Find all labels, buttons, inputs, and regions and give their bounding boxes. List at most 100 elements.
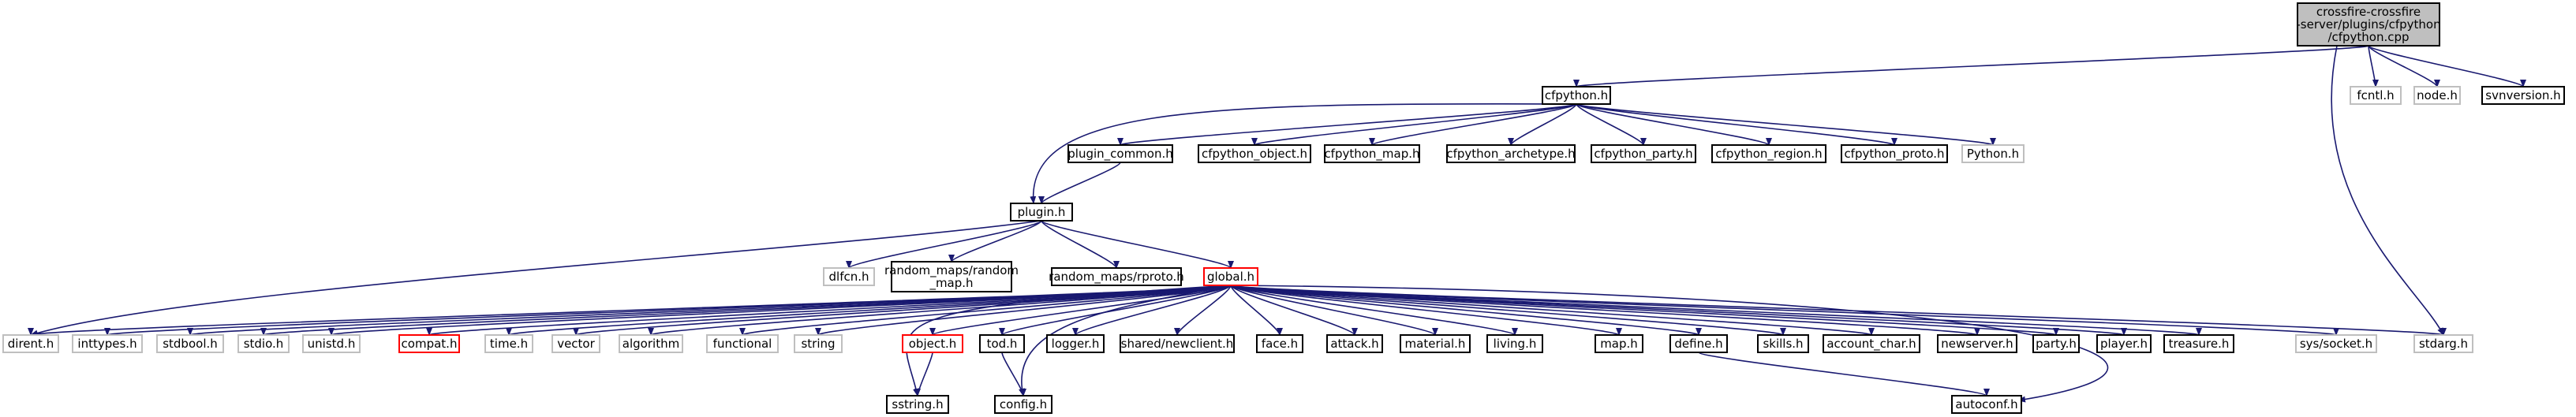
node-label: node.h xyxy=(2417,88,2458,102)
node-label: crossfire-crossfire xyxy=(2316,5,2421,19)
node-fcntl-h[interactable]: fcntl.h xyxy=(2350,86,2402,105)
edge-global_h-to-autoconf_h xyxy=(1230,285,2109,403)
node-material-h[interactable]: material.h xyxy=(1400,334,1471,353)
node-label: vector xyxy=(557,337,595,351)
edges-layer xyxy=(28,45,2526,403)
node-label: logger.h xyxy=(1052,337,1100,351)
node-object-h[interactable]: object.h xyxy=(902,334,963,353)
node-label: cfpython_party.h xyxy=(1594,147,1692,162)
node-label: cfpython_region.h xyxy=(1715,147,1822,162)
node-box xyxy=(2032,334,2080,353)
node-sstring-h[interactable]: sstring.h xyxy=(886,395,949,414)
node-box xyxy=(2297,2,2440,47)
node-box xyxy=(706,334,779,353)
node-label: compat.h xyxy=(402,337,458,351)
node-cfpython-h[interactable]: cfpython.h xyxy=(1542,86,1611,105)
node-stdio-h[interactable]: stdio.h xyxy=(237,334,290,353)
node-inttypes-h[interactable]: inttypes.h xyxy=(72,334,143,353)
node-stdbool-h[interactable]: stdbool.h xyxy=(156,334,224,353)
node-box xyxy=(1591,144,1696,163)
edge-global_h-to-stdarg_h xyxy=(1230,285,2446,336)
node-root[interactable]: crossfire-crossfire-server/plugins/cfpyt… xyxy=(2296,2,2441,47)
node-box xyxy=(2350,86,2402,105)
node-account-char-h[interactable]: account_char.h xyxy=(1823,334,1920,353)
node-label: skills.h xyxy=(1763,337,1803,351)
node-box xyxy=(551,334,600,353)
node-party-h[interactable]: party.h xyxy=(2032,334,2080,353)
node-dlfcn-h[interactable]: dlfcn.h xyxy=(823,267,875,286)
node-label: functional xyxy=(713,337,772,351)
node-cfpython-proto-h[interactable]: cfpython_proto.h xyxy=(1841,144,1948,163)
node-label: algorithm xyxy=(623,337,679,351)
node-label: dlfcn.h xyxy=(829,270,869,284)
node-shared-newclient-h[interactable]: shared/newclient.h xyxy=(1120,334,1235,353)
node-box xyxy=(1542,86,1611,105)
node-global-h[interactable]: global.h xyxy=(1203,267,1258,286)
node-algorithm[interactable]: algorithm xyxy=(619,334,683,353)
edge-plugin_h-to-random_maps_rproto_h xyxy=(1041,220,1120,269)
node-face-h[interactable]: face.h xyxy=(1256,334,1303,353)
node-cfpython-region-h[interactable]: cfpython_region.h xyxy=(1711,144,1826,163)
node-skills-h[interactable]: skills.h xyxy=(1757,334,1809,353)
node-box xyxy=(1051,267,1182,286)
node-vector[interactable]: vector xyxy=(551,334,600,353)
node-label: Python.h xyxy=(1967,147,2019,161)
edge-tod_h-to-config_h xyxy=(1001,352,1026,397)
node-autoconf-h[interactable]: autoconf.h xyxy=(1951,395,2022,414)
node-svnversion-h[interactable]: svnversion.h xyxy=(2481,86,2565,105)
node-node-h[interactable]: node.h xyxy=(2413,86,2461,105)
node-time-h[interactable]: time.h xyxy=(484,334,533,353)
edge-global_h-to-dirent_h xyxy=(28,285,1232,336)
node-box xyxy=(1067,144,1173,163)
node-player-h[interactable]: player.h xyxy=(2096,334,2152,353)
node-random-maps-random-map-h[interactable]: random_maps/random_map.h xyxy=(884,261,1019,292)
node-cfpython-party-h[interactable]: cfpython_party.h xyxy=(1591,144,1696,163)
edge-cfpython_h-to-cfpython_proto_h xyxy=(1576,103,1897,146)
node-string[interactable]: string xyxy=(794,334,843,353)
node-newserver-h[interactable]: newserver.h xyxy=(1937,334,2017,353)
node-box xyxy=(1203,267,1258,286)
node-stdarg-h[interactable]: stdarg.h xyxy=(2413,334,2473,353)
node-box xyxy=(2096,334,2152,353)
node-treasure-h[interactable]: treasure.h xyxy=(2163,334,2234,353)
node-compat-h[interactable]: compat.h xyxy=(398,334,460,353)
node-sys-socket-h[interactable]: sys/socket.h xyxy=(2295,334,2377,353)
edge-global_h-to-object_h xyxy=(929,285,1232,336)
node-label: define.h xyxy=(1674,337,1722,351)
node-cfpython-map-h[interactable]: cfpython_map.h xyxy=(1324,144,1420,163)
node-label: cfpython_proto.h xyxy=(1844,147,1944,162)
node-cfpython-object-h[interactable]: cfpython_object.h xyxy=(1198,144,1311,163)
node-functional[interactable]: functional xyxy=(706,334,779,353)
node-dirent-h[interactable]: dirent.h xyxy=(2,334,59,353)
edge-global_h-to-config_h xyxy=(1019,285,1232,397)
node-config-h[interactable]: config.h xyxy=(994,395,1052,414)
node-label: newserver.h xyxy=(1941,337,2013,351)
node-plugin-common-h[interactable]: plugin_common.h xyxy=(1067,144,1173,163)
node-label: shared/newclient.h xyxy=(1121,337,1234,351)
node-python-h[interactable]: Python.h xyxy=(1961,144,2025,163)
node-label: stdbool.h xyxy=(163,337,218,351)
node-living-h[interactable]: living.h xyxy=(1486,334,1543,353)
node-tod-h[interactable]: tod.h xyxy=(979,334,1025,353)
node-map-h[interactable]: map.h xyxy=(1595,334,1643,353)
node-box xyxy=(619,334,683,353)
node-plugin-h[interactable]: plugin.h xyxy=(1010,203,1073,222)
node-box xyxy=(886,395,949,414)
node-label: object.h xyxy=(909,337,957,351)
node-box xyxy=(398,334,460,353)
node-box xyxy=(2295,334,2377,353)
node-random-maps-rproto-h[interactable]: random_maps/rproto.h xyxy=(1049,267,1184,286)
node-label: dirent.h xyxy=(8,337,54,351)
node-label: treasure.h xyxy=(2169,337,2230,351)
node-label: sstring.h xyxy=(892,397,943,411)
node-attack-h[interactable]: attack.h xyxy=(1326,334,1383,353)
node-logger-h[interactable]: logger.h xyxy=(1046,334,1105,353)
node-unistd-h[interactable]: unistd.h xyxy=(302,334,361,353)
node-label: plugin.h xyxy=(1018,205,1066,219)
node-box xyxy=(794,334,843,353)
node-define-h[interactable]: define.h xyxy=(1669,334,1728,353)
node-label: plugin_common.h xyxy=(1067,147,1173,162)
node-box xyxy=(302,334,361,353)
node-cfpython-archetype-h[interactable]: cfpython_archetype.h xyxy=(1446,144,1576,163)
edge-root-to-fcntl_h xyxy=(2368,45,2379,87)
